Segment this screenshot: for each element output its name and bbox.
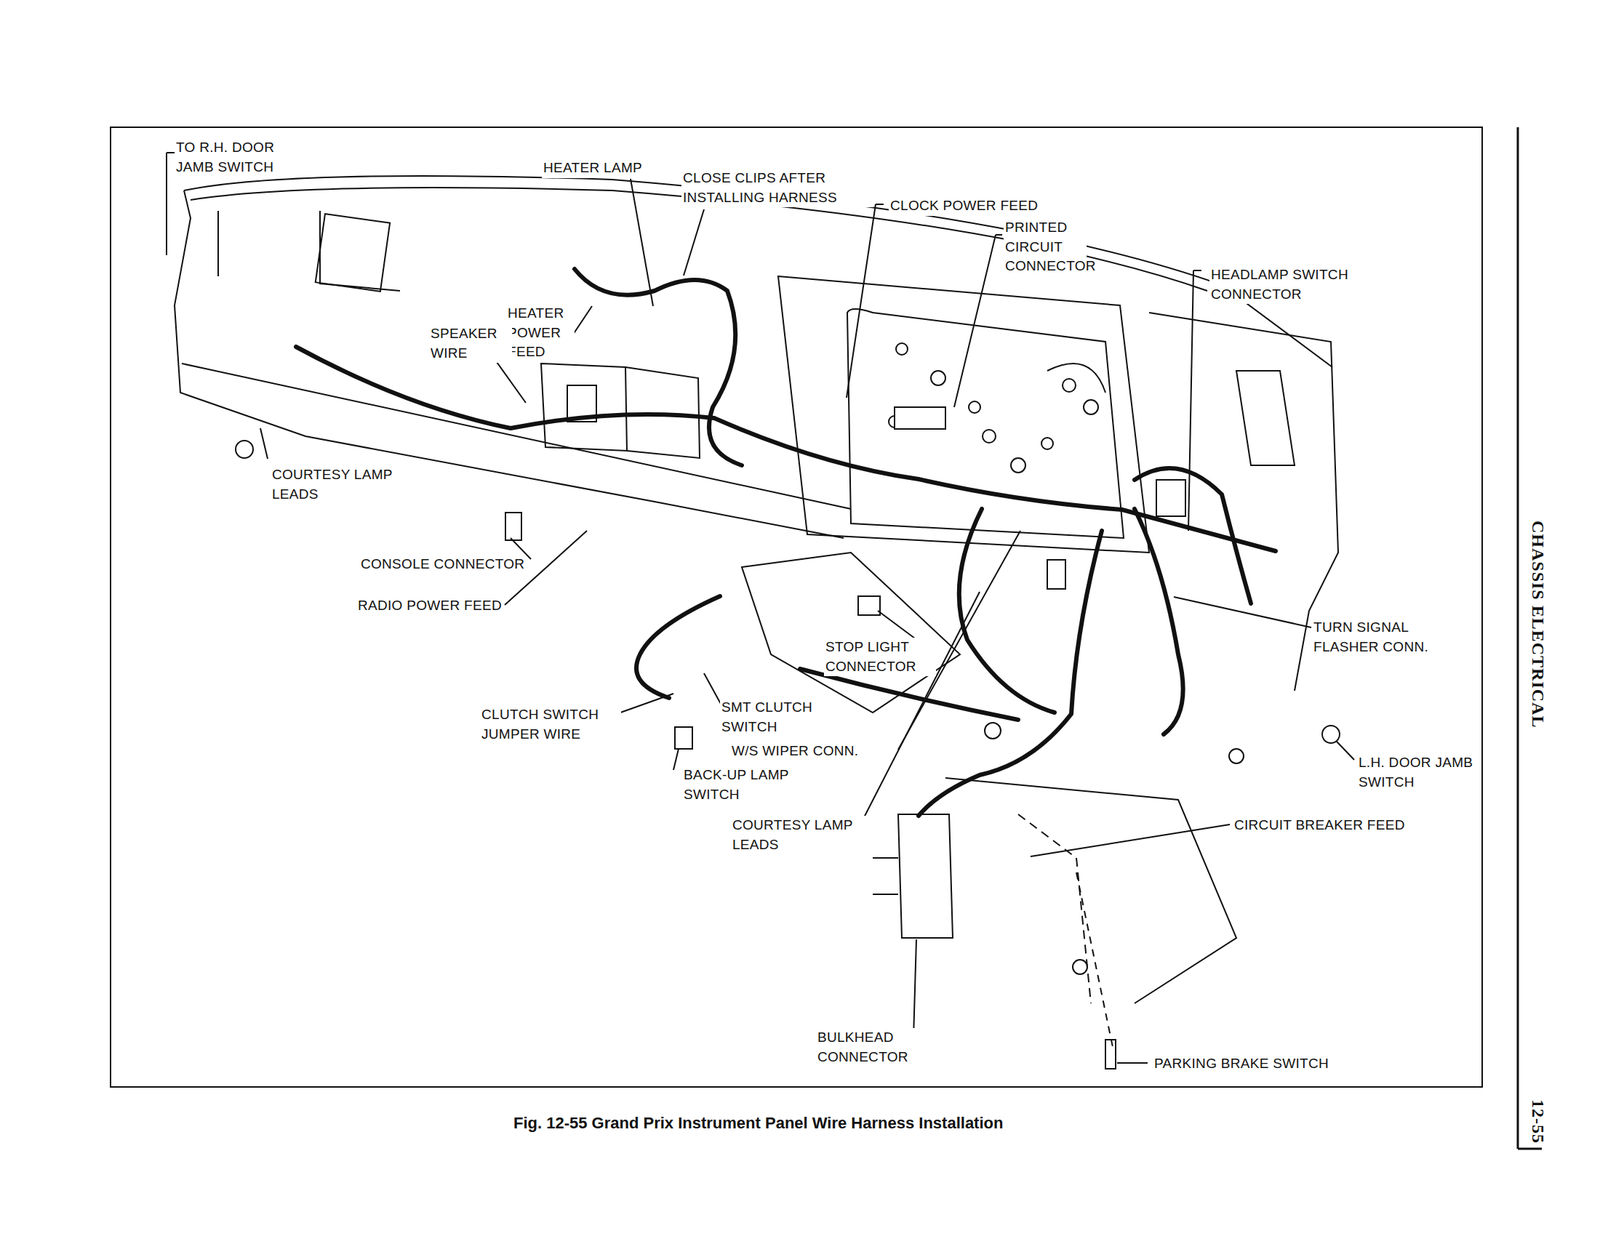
callout-label: BACK-UP LAMP SWITCH (682, 765, 809, 805)
callout-label: HEADLAMP SWITCH CONNECTOR (1209, 265, 1373, 304)
callout-label: L.H. DOOR JAMB SWITCH (1357, 753, 1477, 792)
figure-caption: Fig. 12-55 Grand Prix Instrument Panel W… (513, 1114, 1003, 1134)
callout-label: CLOCK POWER FEED (888, 196, 1040, 216)
callout-label: SMT CLUTCH SWITCH (720, 698, 832, 737)
callout-label: TO R.H. DOOR JAMB SWITCH (174, 138, 302, 177)
section-heading: CHASSIS ELECTRICAL (1528, 520, 1548, 728)
callout-label: PRINTED CIRCUIT CONNECTOR (1003, 218, 1087, 277)
callout-label: CIRCUIT BREAKER FEED (1232, 816, 1407, 836)
callout-label: HEATER POWER FEED (506, 304, 575, 363)
callout-label: BULKHEAD CONNECTOR (816, 1028, 921, 1067)
callout-label: HEATER LAMP (541, 158, 644, 179)
callout-label: CLUTCH SWITCH JUMPER WIRE (480, 705, 622, 744)
callout-label: SPEAKER WIRE (429, 324, 512, 363)
callout-label: CONSOLE CONNECTOR (359, 554, 526, 575)
callout-label: COURTESY LAMP LEADS (270, 465, 412, 504)
callout-label: COURTESY LAMP LEADS (730, 816, 872, 855)
page-number: 12-55 (1528, 1099, 1548, 1144)
callout-label: RADIO POWER FEED (356, 596, 504, 616)
callout-label: W/S WIPER CONN. (730, 741, 860, 762)
callout-label: TURN SIGNAL FLASHER CONN. (1312, 618, 1454, 657)
callout-label: STOP LIGHT CONNECTOR (824, 637, 936, 677)
callout-label: PARKING BRAKE SWITCH (1152, 1054, 1331, 1075)
callout-label: CLOSE CLIPS AFTER INSTALLING HARNESS (681, 168, 874, 208)
